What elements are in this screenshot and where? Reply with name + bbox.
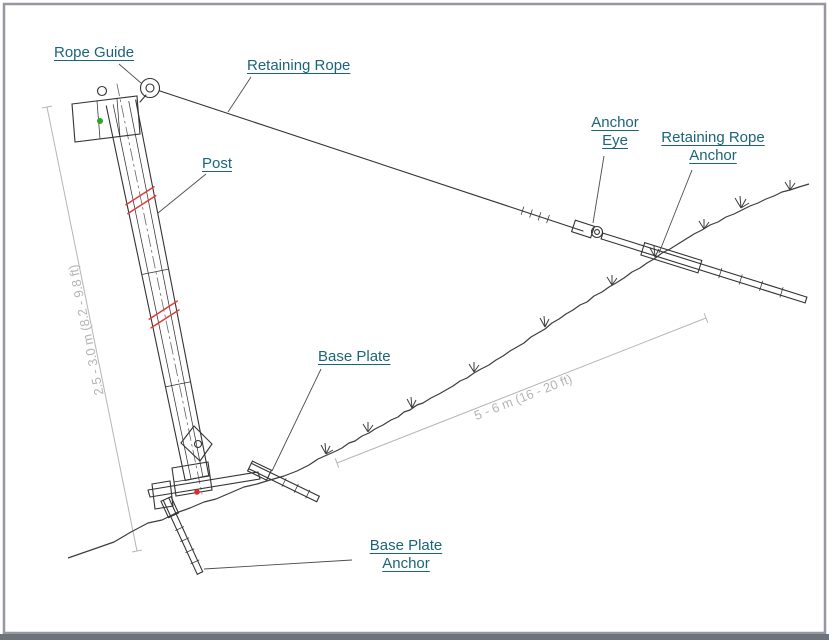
- retaining-rope-anchor-rod: [600, 232, 808, 304]
- label-post: Post: [202, 155, 232, 173]
- label-base-plate-anchor: Base Plate Anchor: [356, 537, 456, 573]
- label-anchor-eye: Anchor Eye: [584, 114, 646, 150]
- dimension-line-anchor-offset: [334, 313, 709, 468]
- leader-rope-guide: [118, 63, 142, 84]
- label-text: Anchor: [382, 555, 430, 572]
- label-retaining-rope-anchor: Retaining Rope Anchor: [655, 129, 771, 165]
- label-text: Retaining Rope: [661, 129, 765, 146]
- red-indicator-dot: [194, 489, 200, 495]
- leader-lines: [118, 63, 693, 570]
- label-text: Anchor: [689, 147, 737, 164]
- leader-retaining-rope-anchor: [658, 169, 693, 254]
- base-plate-drawing: [147, 425, 261, 510]
- retaining-rope-line: [159, 90, 584, 232]
- post-drawing: [105, 83, 210, 495]
- leader-base-plate-anchor: [203, 559, 353, 570]
- grass-tufts: [320, 180, 796, 455]
- head-pin: [96, 85, 108, 97]
- label-retaining-rope: Retaining Rope: [247, 57, 350, 75]
- shackle-outer: [139, 77, 161, 99]
- rope-guide-assembly: [71, 77, 161, 143]
- label-text: Anchor: [591, 114, 639, 131]
- leader-post: [157, 173, 207, 214]
- label-text: Eye: [602, 132, 628, 149]
- leader-base-plate: [271, 368, 322, 472]
- leader-anchor-eye: [592, 155, 605, 224]
- label-text: Post: [202, 155, 233, 172]
- terrain-slope-line: [67, 180, 810, 559]
- label-text: Base Plate: [369, 537, 443, 554]
- shackle-inner: [145, 83, 155, 93]
- base-plate-anchor-left-rod: [160, 496, 204, 575]
- leader-retaining-rope: [227, 76, 252, 113]
- dimension-line-post-length: [42, 105, 142, 553]
- label-rope-guide: Rope Guide: [54, 44, 134, 62]
- label-text: Base Plate: [318, 348, 391, 365]
- green-indicator-dot: [97, 118, 103, 124]
- base-plate-anchor-right-rod: [247, 460, 320, 503]
- label-text: Rope Guide: [54, 44, 135, 61]
- label-text: Retaining Rope: [247, 57, 351, 74]
- label-base-plate: Base Plate: [318, 348, 391, 366]
- post-break-marks-red: [125, 186, 180, 329]
- anchor-eye-hardware: [570, 219, 604, 239]
